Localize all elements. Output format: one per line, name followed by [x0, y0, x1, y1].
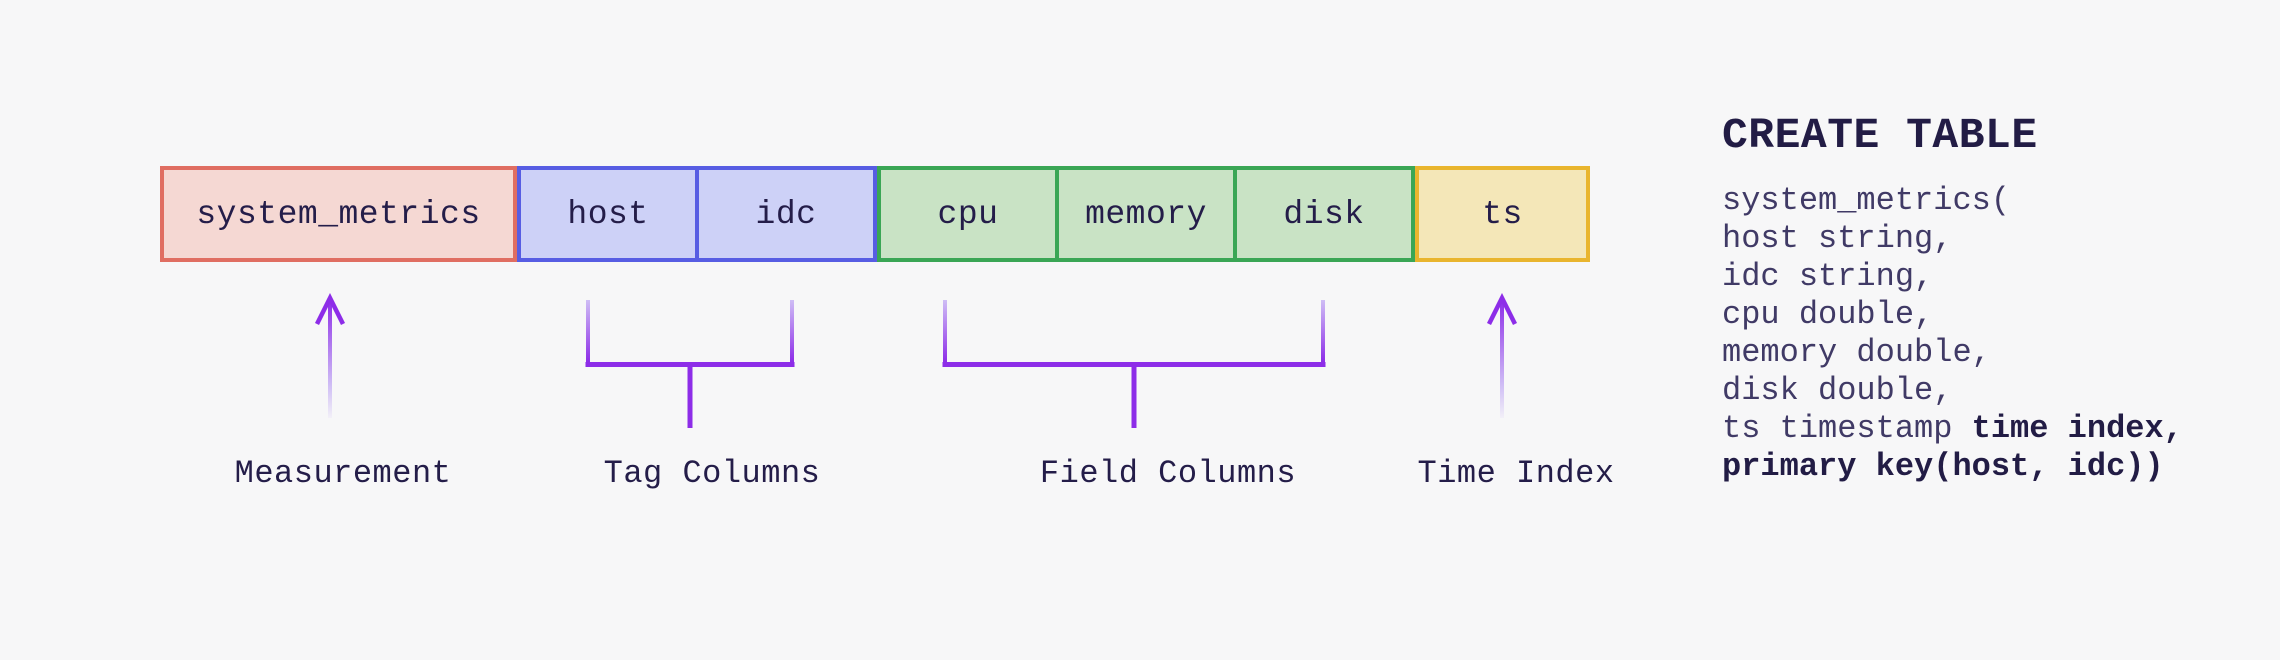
table-cell-system_metrics: system_metrics [196, 195, 481, 233]
tag-columns-bracket [585, 300, 795, 428]
sql-keyword: time index, [1971, 410, 2183, 447]
table-cell-idc: idc [695, 170, 873, 258]
table-cell-host: host [567, 195, 649, 233]
sql-text: idc string, [1722, 258, 1934, 295]
sql-line: ts timestamp time index, [1722, 410, 2183, 448]
sql-line: cpu double, [1722, 296, 2183, 334]
measurement-arrow [314, 292, 346, 418]
sql-line: memory double, [1722, 334, 2183, 372]
sql-line: system_metrics( [1722, 182, 2183, 220]
sql-text: cpu double, [1722, 296, 1934, 333]
table-cell-memory: memory [1055, 170, 1233, 258]
field-columns-bracket [942, 300, 1326, 428]
sql-line: primary key(host, idc)) [1722, 448, 2183, 486]
time-index-arrow [1486, 292, 1518, 418]
time-index-group: ts [1415, 166, 1590, 262]
create-table-snippet: CREATE TABLE system_metrics(host string,… [1722, 112, 2183, 486]
sql-text: disk double, [1722, 372, 1953, 409]
time-index-label: Time Index [1417, 455, 1615, 492]
field-columns-label: Field Columns [1039, 455, 1297, 492]
sql-text: ts timestamp [1722, 410, 1972, 447]
measurement-label: Measurement [234, 455, 452, 492]
sql-text: memory double, [1722, 334, 1991, 371]
table-cell-cpu: cpu [937, 195, 999, 233]
sql-text: host string, [1722, 220, 1953, 257]
table-cell-ts: ts [1482, 195, 1523, 233]
sql-text: system_metrics( [1722, 182, 2011, 219]
sql-line: disk double, [1722, 372, 2183, 410]
sql-line: idc string, [1722, 258, 2183, 296]
sql-line: host string, [1722, 220, 2183, 258]
tag-columns-group: host idc [517, 166, 877, 262]
sql-body: system_metrics(host string,idc string,cp… [1722, 182, 2183, 486]
measurement-group: system_metrics [160, 166, 517, 262]
tag-columns-label: Tag Columns [603, 455, 821, 492]
table-cell-disk: disk [1233, 170, 1411, 258]
sql-keyword: primary key(host, idc)) [1722, 448, 2164, 485]
sql-heading: CREATE TABLE [1722, 111, 2038, 160]
